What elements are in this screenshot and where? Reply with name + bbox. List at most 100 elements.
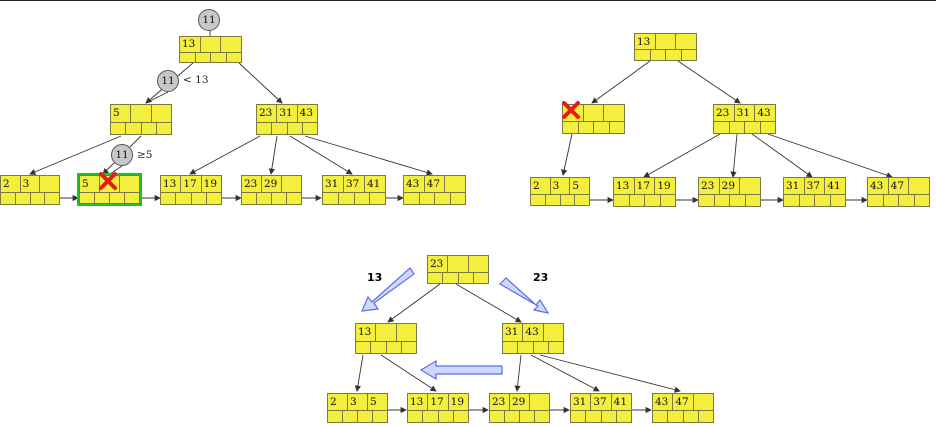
- search-key-value: 11: [161, 75, 175, 87]
- edge: [29, 135, 122, 175]
- node-key: [152, 105, 171, 122]
- node-key: 47: [889, 178, 910, 195]
- node-key: 43: [868, 178, 889, 195]
- leaf-node: 31 37 41: [570, 393, 632, 423]
- node-key: 2: [328, 394, 348, 411]
- node-key: 13: [356, 324, 377, 341]
- node-key: [469, 256, 488, 272]
- node-key: 5: [111, 105, 132, 122]
- query-edge: [145, 91, 169, 104]
- node-key: 5: [370, 396, 377, 409]
- node-key: 5: [572, 179, 580, 192]
- inner-node-right: 23 31 43: [713, 104, 776, 134]
- edge: [561, 133, 573, 176]
- node-key: 13: [635, 34, 656, 50]
- node-key: 47: [425, 176, 446, 193]
- node-key: 23: [714, 105, 735, 122]
- edge: [730, 133, 738, 178]
- node-key: 3: [551, 178, 571, 194]
- root-node: 13: [179, 36, 242, 63]
- leaf-node: 13 17 19: [613, 177, 676, 207]
- node-key: [221, 37, 241, 52]
- leaf-node: 23 29: [698, 177, 761, 207]
- moved-key-label-right: 23: [533, 271, 549, 284]
- node-key: [584, 105, 605, 122]
- delete-x-icon: [99, 172, 117, 190]
- node-key: 13: [614, 178, 635, 195]
- node-key: 13: [180, 37, 201, 52]
- node-key: [604, 105, 624, 121]
- edge: [289, 135, 353, 175]
- node-key: 19: [203, 178, 218, 191]
- comparison-note: < 13: [183, 74, 209, 86]
- node-key: 31: [571, 394, 592, 411]
- edge: [767, 133, 893, 179]
- node-key: [120, 176, 139, 192]
- node-key: [694, 394, 713, 410]
- edge: [304, 135, 433, 176]
- node-key: 41: [367, 178, 381, 191]
- edge: [539, 354, 681, 393]
- moved-key-label-left: 13: [367, 271, 383, 284]
- node-key: 29: [510, 394, 530, 411]
- inner-node-right: 23 31 43: [256, 104, 318, 135]
- comparison-note: ≥5: [137, 149, 153, 161]
- search-key-value: 11: [115, 149, 129, 161]
- inner-node-left: 13: [355, 323, 417, 354]
- edge: [354, 354, 364, 392]
- node-key: [530, 394, 549, 410]
- search-key-value: 11: [202, 14, 216, 26]
- node-key: 5: [80, 176, 100, 192]
- node-key: 17: [635, 178, 656, 195]
- leaf-node: 31 37 41: [322, 175, 386, 205]
- leaf-node: 23 29: [241, 175, 302, 205]
- node-key: [676, 34, 696, 49]
- leaf-node: 31 37 41: [783, 177, 846, 207]
- node-key: 47: [673, 394, 694, 411]
- node-key: [131, 105, 152, 122]
- node-key: [563, 105, 584, 122]
- node-key: 41: [827, 180, 841, 193]
- edge: [455, 283, 522, 323]
- delete-x-icon: [562, 101, 580, 119]
- node-key: 37: [344, 176, 365, 193]
- node-key: 41: [613, 396, 628, 409]
- inner-node-right: 31 43: [502, 323, 564, 354]
- node-key: 43: [757, 107, 771, 120]
- node-key: [397, 324, 416, 341]
- leaf-node: 43 47: [403, 175, 466, 205]
- node-key: 23: [242, 176, 262, 193]
- node-key: 13: [161, 176, 182, 193]
- node-key: 43: [523, 324, 544, 341]
- node-key: 37: [805, 178, 826, 195]
- edge: [677, 60, 741, 104]
- node-key: 43: [404, 176, 425, 193]
- node-key: 31: [735, 105, 756, 122]
- leaf-node: 23 29: [489, 393, 550, 423]
- node-key: [201, 37, 222, 52]
- node-key: [448, 256, 469, 272]
- edge: [514, 354, 522, 392]
- node-key: 19: [657, 180, 671, 193]
- search-key-circle: 11: [157, 70, 179, 92]
- node-key: 31: [503, 324, 524, 341]
- search-key-circle: 11: [198, 9, 220, 31]
- node-key: [282, 176, 301, 192]
- edge: [530, 354, 600, 392]
- node-key: 3: [348, 394, 368, 411]
- edge: [238, 62, 283, 104]
- node-key: [445, 176, 465, 192]
- node-key: [40, 176, 59, 192]
- top-border: [0, 0, 936, 1]
- node-key: 29: [720, 178, 741, 195]
- edge: [387, 283, 441, 323]
- node-key: 19: [450, 396, 465, 409]
- leaf-node: 2 3 5: [530, 177, 590, 206]
- node-key: [656, 34, 677, 50]
- leaf-node: 2 3: [0, 175, 60, 205]
- edge: [189, 135, 261, 175]
- leaf-node: 13 17 19: [160, 175, 222, 205]
- node-key: 29: [262, 176, 282, 193]
- node-key: 13: [408, 394, 429, 411]
